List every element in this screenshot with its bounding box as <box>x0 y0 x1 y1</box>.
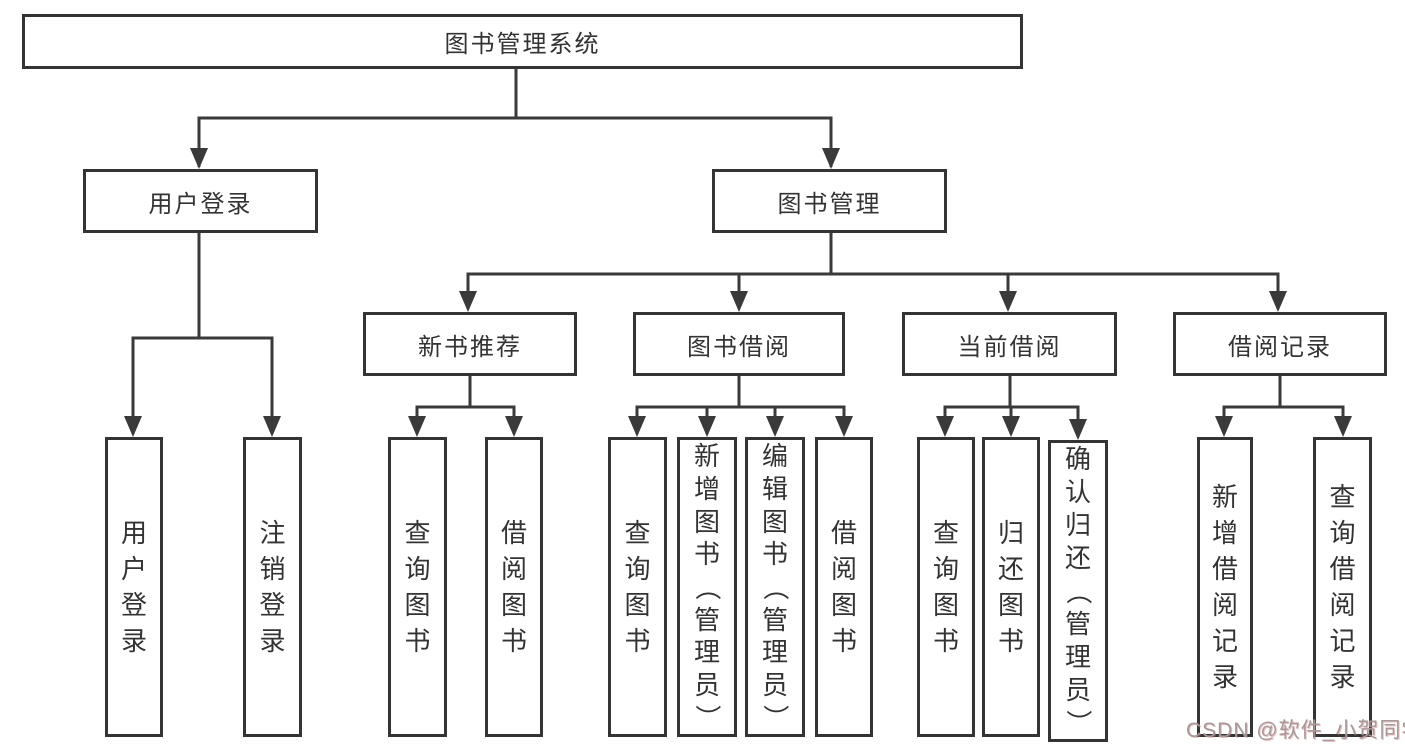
leaf-newbook-query-label: 查询图书 <box>404 518 431 656</box>
node-new-book-recommend: 新书推荐 <box>363 312 577 376</box>
leaf-borrow-add-admin: 新增图书（管理员） <box>677 437 737 737</box>
node-current-borrow-label: 当前借阅 <box>957 333 1062 361</box>
leaf-logout-label: 注销登录 <box>259 518 286 656</box>
leaf-borrow-edit-admin: 编辑图书（管理员） <box>745 437 805 737</box>
leaf-current-query-label: 查询图书 <box>932 518 959 656</box>
leaf-borrow-query: 查询图书 <box>608 437 667 737</box>
leaf-user-login-label: 用户登录 <box>120 518 147 656</box>
node-book-borrow-label: 图书借阅 <box>687 333 791 361</box>
leaf-current-confirm-admin-label: 确认归还（管理员） <box>1063 444 1093 736</box>
watermark: CSDN @软件_小贺同学 <box>1186 719 1405 742</box>
node-root: 图书管理系统 <box>22 14 1023 69</box>
node-user-login-label: 用户登录 <box>148 190 253 218</box>
leaf-borrow-edit-admin-label: 编辑图书（管理员） <box>760 441 790 731</box>
node-book-management: 图书管理 <box>712 169 947 233</box>
node-borrow-records: 借阅记录 <box>1173 312 1387 376</box>
leaf-user-login: 用户登录 <box>105 437 163 737</box>
node-borrow-records-label: 借阅记录 <box>1228 333 1332 361</box>
leaf-borrow-borrow-label: 借阅图书 <box>830 518 857 656</box>
leaf-borrow-add-admin-label: 新增图书（管理员） <box>692 441 722 731</box>
leaf-newbook-borrow-label: 借阅图书 <box>500 518 527 656</box>
leaf-newbook-borrow: 借阅图书 <box>485 437 543 737</box>
node-book-borrow: 图书借阅 <box>633 312 845 376</box>
node-user-login: 用户登录 <box>83 169 318 233</box>
leaf-borrow-query-label: 查询图书 <box>624 518 651 656</box>
leaf-newbook-query: 查询图书 <box>388 437 447 737</box>
leaf-records-query: 查询借阅记录 <box>1313 437 1372 737</box>
node-current-borrow: 当前借阅 <box>902 312 1117 376</box>
leaf-current-query: 查询图书 <box>917 437 975 737</box>
leaf-records-add: 新增借阅记录 <box>1197 437 1253 737</box>
leaf-current-confirm-admin: 确认归还（管理员） <box>1048 440 1108 742</box>
leaf-current-return: 归还图书 <box>982 437 1040 737</box>
leaf-logout: 注销登录 <box>243 437 302 737</box>
leaf-records-add-label: 新增借阅记录 <box>1211 482 1238 692</box>
node-root-label: 图书管理系统 <box>444 31 601 58</box>
leaf-borrow-borrow: 借阅图书 <box>815 437 873 737</box>
node-book-management-label: 图书管理 <box>777 190 882 218</box>
leaf-records-query-label: 查询借阅记录 <box>1329 482 1356 692</box>
leaf-current-return-label: 归还图书 <box>997 518 1024 656</box>
node-new-book-recommend-label: 新书推荐 <box>418 333 522 361</box>
